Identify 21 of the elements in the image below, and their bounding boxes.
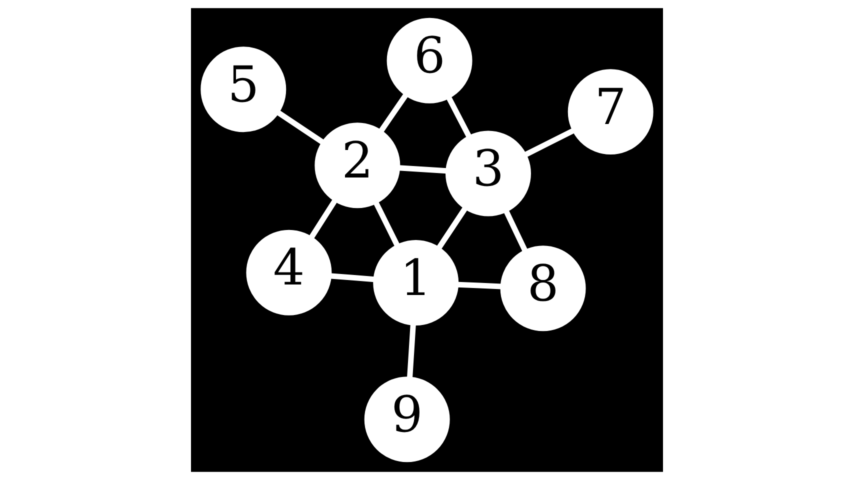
node-circle: 3 — [446, 130, 531, 216]
connector — [446, 96, 472, 138]
connector — [398, 165, 447, 174]
node-circle: 8 — [500, 246, 586, 332]
connector — [378, 94, 408, 133]
connector — [309, 199, 338, 239]
node-circle: 9 — [364, 376, 450, 462]
connector — [524, 128, 575, 158]
connector — [436, 206, 468, 250]
connector — [407, 324, 416, 378]
connector — [330, 273, 375, 282]
connector — [374, 201, 400, 247]
node-circle: 2 — [314, 122, 400, 208]
node-circle: 4 — [246, 230, 332, 316]
connector — [458, 282, 502, 290]
node-circle: 6 — [386, 18, 472, 104]
connector — [504, 210, 528, 252]
node-circle: 1 — [373, 240, 459, 326]
node-circle: 5 — [200, 46, 286, 132]
connector — [276, 110, 324, 144]
node-circle: 7 — [568, 69, 654, 155]
